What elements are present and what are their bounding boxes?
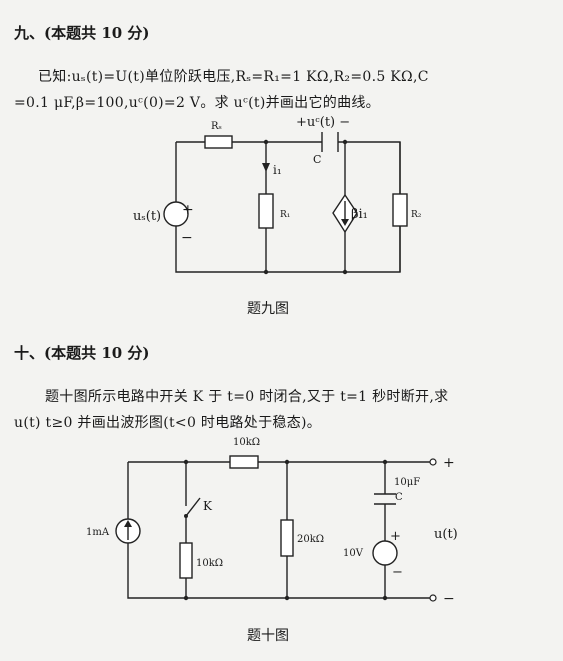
p9-label-minus: − [181,230,193,246]
p9-label-c: C [313,153,321,166]
p9-label-i1: i₁ [273,163,282,177]
p10-label-20k: 20kΩ [297,534,324,545]
problem10-text-line1: 题十图所示电路中开关 K 于 t=0 时闭合,又于 t=1 秒时断开,求 [45,389,449,405]
p10-left-bottom-wire [127,462,430,599]
p10-label-plus: + [390,529,401,544]
p10-label-out-plus: + [443,455,455,471]
p10-resistor-k [179,542,193,579]
p10-label-10v: 10V [343,548,364,559]
p9-label-beta: βi₁ [351,207,368,222]
p10-node [284,459,290,465]
p10-terminal-plus [429,458,437,466]
p10-label-k: K [203,499,213,513]
p10-node [382,595,388,601]
p9-resistor-rs [204,135,233,149]
p9-label-r2: R₂ [411,210,422,220]
p9-label-plus: + [182,202,194,218]
p10-label-r-k: 10kΩ [196,558,223,569]
p9-label-us: uₛ(t) [133,209,161,224]
p10-node [183,595,189,601]
problem10-heading: 十、(本题共 10 分) [14,344,150,362]
p9-node [342,139,348,145]
p10-node [382,459,388,465]
p10-label-r-top: 10kΩ [233,437,260,448]
problem9-text-line2: =0.1 μF,β=100,uᶜ(0)=2 V。求 uᶜ(t)并画出它的曲线。 [14,95,380,111]
problem9-caption: 题九图 [247,301,289,317]
p10-voltage-source-icon [372,540,398,566]
p10-label-minus: − [392,565,403,580]
problem10-caption: 题十图 [247,628,289,644]
p9-node [342,269,348,275]
p9-voltage-source-icon [163,201,189,227]
p10-label-out-minus: − [443,591,455,607]
p9-resistor-r2 [392,193,408,227]
p10-resistor-top [229,455,259,469]
p10-label-1ma: 1mA [86,527,110,538]
p9-resistor-r1 [258,193,274,229]
p10-switch-k [185,497,201,517]
p9-label-uc: +uᶜ(t) − [296,115,350,130]
p10-label-ut: u(t) [434,527,458,542]
p10-node [183,459,189,465]
p9-label-rs: Rₛ [211,121,222,132]
p9-node [263,139,269,145]
p10-label-c: C [395,492,403,503]
p9-label-r1: R₁ [280,210,290,220]
problem9-heading: 九、(本题共 10 分) [14,24,150,42]
problem9-text-line1: 已知:uₛ(t)=U(t)单位阶跃电压,Rₛ=R₁=1 KΩ,R₂=0.5 KΩ… [38,69,429,85]
p10-terminal-minus [429,594,437,602]
problem10-text-line2: u(t) t≥0 并画出波形图(t<0 时电路处于稳态)。 [14,415,322,431]
p10-node [284,595,290,601]
p10-label-10uf: 10μF [394,477,420,488]
p10-resistor-20k [280,519,294,557]
p9-current-arrow-icon [262,163,270,172]
p9-node [263,269,269,275]
